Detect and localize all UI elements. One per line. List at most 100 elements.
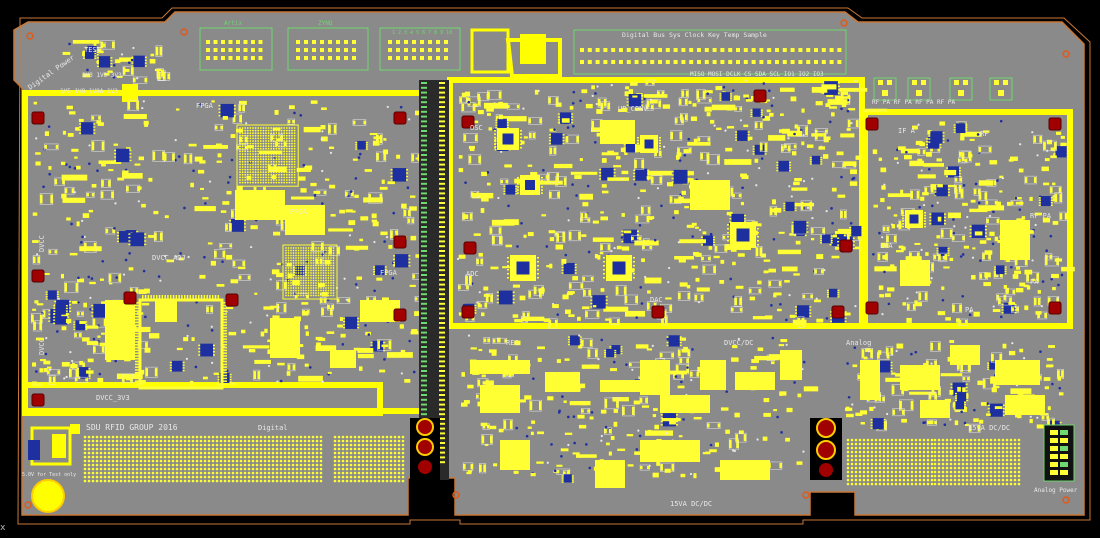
ic-body: [793, 220, 807, 234]
smd-component: [91, 114, 101, 121]
bga-ball: [241, 137, 244, 140]
ic-pin: [383, 347, 386, 349]
smd-pad: [345, 209, 353, 213]
via: [586, 184, 590, 188]
ic-body: [505, 184, 516, 195]
smd-pad: [1034, 212, 1042, 216]
bga-ball: [280, 163, 283, 166]
bga-ball: [292, 259, 295, 262]
bga-ball: [244, 158, 247, 161]
ic-pin: [53, 322, 56, 324]
qfn-pin: [537, 257, 539, 259]
copper-trace: [148, 333, 160, 339]
copper-trace: [328, 228, 353, 232]
smd-pad: [1043, 377, 1051, 381]
smd-pad: [140, 369, 145, 375]
pad: [964, 158, 968, 162]
header-pin: [320, 48, 324, 52]
pad: [152, 151, 156, 161]
b2b-pin: [439, 264, 445, 267]
bga-ball: [295, 252, 297, 254]
pad: [576, 136, 579, 143]
copper-trace: [687, 141, 711, 146]
bga-ball: [272, 166, 275, 168]
pad: [840, 210, 843, 219]
via-small: [63, 377, 66, 380]
smd-pad: [117, 177, 125, 181]
via: [575, 194, 578, 197]
ic-pin: [574, 263, 577, 266]
bga-ball: [280, 127, 283, 129]
header-pin: [236, 48, 240, 52]
pad: [650, 105, 654, 110]
pad: [1047, 297, 1051, 305]
smd-pad: [984, 272, 991, 278]
smd-pad: [288, 105, 295, 110]
smd-pad: [141, 203, 146, 208]
ic-pin: [212, 347, 215, 350]
b2b-pin: [421, 91, 427, 94]
pad: [545, 175, 549, 179]
top-right-header: [573, 29, 847, 75]
smd-pad: [715, 442, 719, 447]
pad: [684, 98, 688, 105]
smd-pad: [467, 384, 474, 389]
via-small: [537, 89, 540, 93]
pad: [991, 353, 994, 362]
smd-pad: [581, 234, 587, 237]
ic-pin: [85, 323, 88, 326]
ic-body: [375, 265, 385, 276]
ic-pin: [233, 104, 236, 107]
smd-component: [615, 285, 627, 297]
smd-pad: [527, 164, 533, 167]
pad: [257, 371, 260, 380]
via: [785, 318, 788, 322]
pad: [687, 292, 691, 300]
ic-pin: [942, 132, 945, 134]
smd-pad: [720, 407, 729, 411]
ic-pin: [837, 244, 840, 246]
via: [1010, 265, 1013, 269]
ic-pin: [604, 351, 607, 354]
smd-pad: [286, 371, 291, 376]
via: [999, 315, 1003, 319]
copper-trace: [203, 144, 228, 149]
ic-pin: [558, 122, 561, 125]
pad: [37, 256, 40, 264]
bga-ball: [244, 181, 247, 184]
smd-pad: [222, 201, 230, 205]
ic-pin: [343, 320, 346, 323]
smd-component: [311, 241, 324, 252]
via: [573, 441, 576, 445]
bga-ball: [246, 179, 249, 181]
smd-pad: [484, 443, 489, 446]
pad: [330, 308, 333, 316]
header-pin: [611, 48, 616, 52]
ic-chip: [495, 118, 509, 129]
pad: [161, 69, 164, 77]
copper-trace: [612, 397, 629, 402]
bga-ball: [285, 163, 288, 166]
pad: [1038, 375, 1042, 380]
b2b-pin: [439, 96, 445, 99]
smd-pad: [993, 385, 1000, 389]
pad: [669, 305, 672, 312]
pad: [31, 314, 34, 323]
qfn-pin: [603, 277, 605, 279]
smd-pad: [1007, 201, 1011, 206]
ic-pin: [198, 354, 201, 356]
smd-pad: [754, 230, 758, 236]
bga-ball: [272, 179, 275, 181]
bga-ball: [249, 176, 252, 179]
via-small: [356, 286, 359, 289]
via-small: [600, 434, 603, 438]
bga-ball: [290, 292, 292, 294]
bga-ball: [288, 132, 291, 135]
bga-ball: [265, 160, 267, 163]
bga-ball: [297, 247, 300, 249]
pad: [1045, 257, 1048, 265]
smd-pad: [852, 364, 858, 368]
pad: [496, 115, 499, 121]
ic-pin: [408, 265, 411, 267]
smd-component: [604, 427, 612, 435]
